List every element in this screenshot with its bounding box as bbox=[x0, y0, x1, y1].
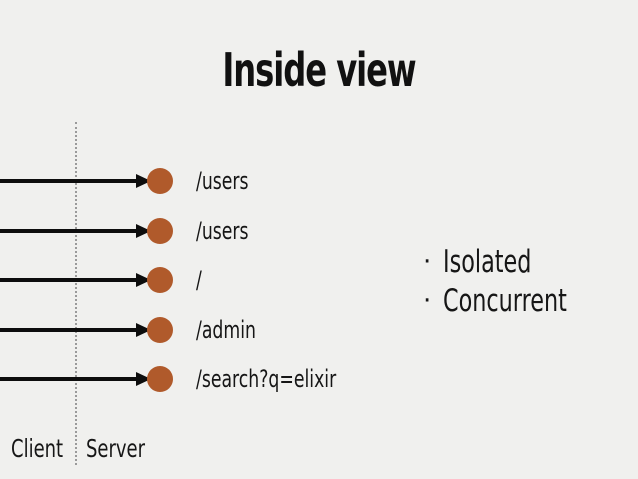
request-arrow-icon bbox=[0, 223, 152, 239]
arrow-shaft bbox=[0, 278, 140, 282]
list-item: · Concurrent bbox=[420, 282, 635, 321]
request-arrow-icon bbox=[0, 371, 152, 387]
request-arrow-icon bbox=[0, 173, 152, 189]
server-label: Server bbox=[86, 434, 146, 463]
request-row: /search?q=elixir bbox=[0, 364, 420, 394]
route-label: /search?q=elixir bbox=[196, 365, 337, 393]
request-arrow-icon bbox=[0, 272, 152, 288]
process-dot-icon bbox=[147, 317, 173, 343]
request-row: /users bbox=[0, 216, 420, 246]
process-dot-icon bbox=[147, 218, 173, 244]
bullet-icon: · bbox=[423, 247, 432, 277]
client-server-divider bbox=[75, 122, 77, 465]
request-row: /users bbox=[0, 166, 420, 196]
feature-list: · Isolated · Concurrent bbox=[420, 243, 635, 321]
route-label: / bbox=[196, 266, 202, 294]
route-label: /users bbox=[196, 217, 249, 245]
list-item: · Isolated bbox=[420, 243, 635, 282]
page-title: Inside view bbox=[222, 43, 416, 97]
arrow-shaft bbox=[0, 328, 140, 332]
route-label: /admin bbox=[196, 316, 256, 344]
list-item-label: Concurrent bbox=[443, 283, 567, 319]
process-dot-icon bbox=[147, 267, 173, 293]
arrow-shaft bbox=[0, 179, 140, 183]
list-item-label: Isolated bbox=[443, 244, 532, 280]
process-dot-icon bbox=[147, 168, 173, 194]
request-arrow-icon bbox=[0, 322, 152, 338]
arrow-shaft bbox=[0, 229, 140, 233]
arrow-shaft bbox=[0, 377, 140, 381]
process-dot-icon bbox=[147, 366, 173, 392]
request-row: / bbox=[0, 265, 420, 295]
request-row: /admin bbox=[0, 315, 420, 345]
route-label: /users bbox=[196, 167, 249, 195]
client-label: Client bbox=[11, 434, 64, 463]
bullet-icon: · bbox=[423, 286, 432, 316]
